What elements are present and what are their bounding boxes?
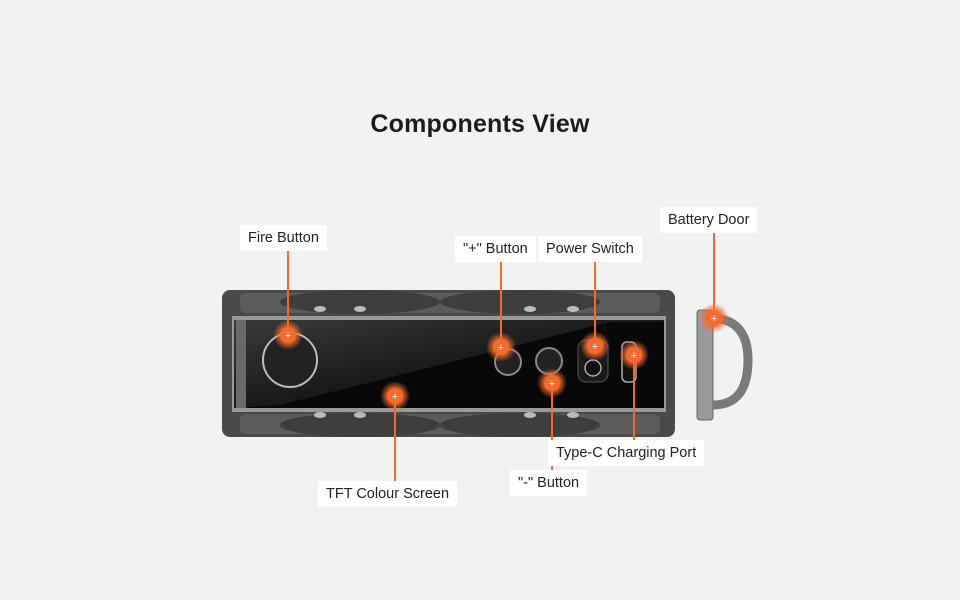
label-minus-button: "-" Button (510, 470, 588, 496)
svg-text:+: + (631, 350, 637, 362)
label-tft-screen: TFT Colour Screen (318, 481, 458, 507)
marker-minus-button[interactable]: + (537, 368, 567, 398)
svg-text:+: + (549, 378, 555, 390)
label-plus-button: "+" Button (455, 236, 536, 262)
svg-text:+: + (498, 342, 504, 354)
label-power-switch: Power Switch (538, 236, 642, 262)
marker-type-c-port[interactable]: + (619, 340, 649, 370)
svg-text:+: + (711, 313, 717, 325)
label-fire-button: Fire Button (240, 225, 327, 251)
svg-text:+: + (592, 341, 598, 353)
battery-door-graphic (696, 309, 753, 421)
svg-text:+: + (392, 391, 398, 403)
label-type-c-port: Type-C Charging Port (548, 440, 705, 466)
svg-text:+: + (285, 330, 291, 342)
marker-tft-screen[interactable]: + (380, 381, 410, 411)
label-battery-door: Battery Door (660, 207, 758, 233)
marker-fire-button[interactable]: + (273, 320, 303, 350)
marker-power-switch[interactable]: + (580, 331, 610, 361)
page-title: Components View (370, 110, 590, 138)
marker-battery-door[interactable]: + (699, 303, 729, 333)
marker-plus-button[interactable]: + (486, 332, 516, 362)
